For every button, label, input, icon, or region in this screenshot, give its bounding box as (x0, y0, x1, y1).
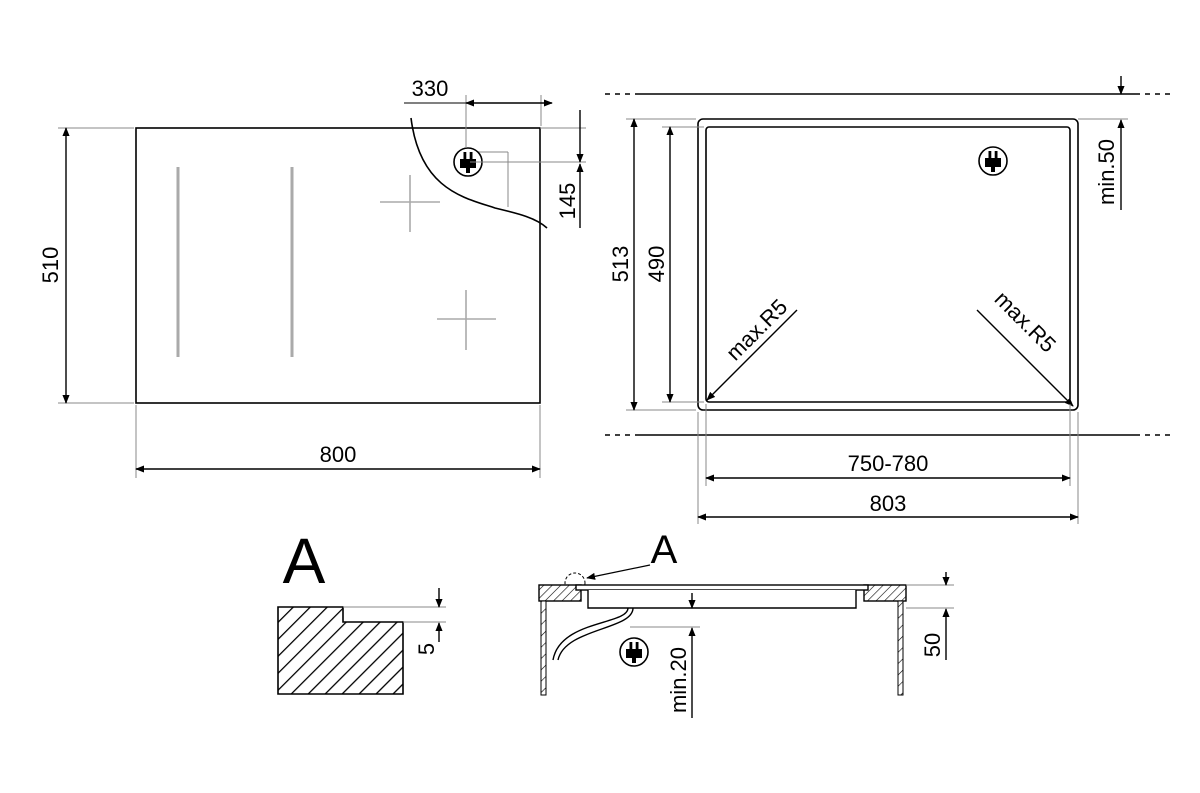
cooking-zone-cross-bottom (437, 290, 496, 350)
power-plug-icon-section (619, 637, 649, 667)
section-view: A min.20 50 (538, 528, 954, 718)
dim-label-490: 490 (644, 246, 669, 283)
radius-leader-right (976, 309, 1074, 407)
radius-leader-left (706, 309, 798, 401)
cabinet-wall-left (540, 600, 547, 696)
hob-top-view: 800 510 330 145 (38, 76, 586, 478)
callout-a-label: A (651, 528, 678, 572)
dim-label-750-780: 750-780 (848, 451, 929, 476)
dim-label-510: 510 (38, 247, 63, 284)
power-cable (552, 607, 629, 661)
cabinet-wall-right (897, 600, 904, 696)
callout-a-leader (586, 564, 651, 580)
dim-label-330: 330 (412, 76, 449, 101)
cutout-view: max.R5 max.R5 513 490 min.50 750-780 803 (605, 76, 1170, 524)
dim-label-800: 800 (320, 442, 357, 467)
dim-label-50: 50 (920, 633, 945, 657)
dim-label-5: 5 (414, 643, 439, 655)
worktop-section-left (538, 584, 582, 602)
hob-body (587, 590, 857, 609)
dim-label-803: 803 (870, 491, 907, 516)
cable-break-curve (410, 117, 548, 229)
detail-a: A 5 (277, 525, 446, 695)
power-cable-inner (557, 607, 634, 661)
cooking-zone-cross-top (380, 175, 440, 232)
dim-label-145: 145 (555, 183, 580, 220)
dim-label-min50: min.50 (1094, 139, 1119, 205)
dim-label-min20: min.20 (666, 647, 691, 713)
detail-a-title: A (283, 525, 326, 597)
cutout-outer (697, 118, 1079, 411)
cutout-inner (705, 126, 1071, 403)
detail-a-hatched-section (277, 606, 404, 695)
dim-label-513: 513 (608, 246, 633, 283)
power-plug-icon-cutout (978, 146, 1008, 176)
hob-glass (575, 584, 869, 591)
worktop-section-right (863, 584, 907, 602)
